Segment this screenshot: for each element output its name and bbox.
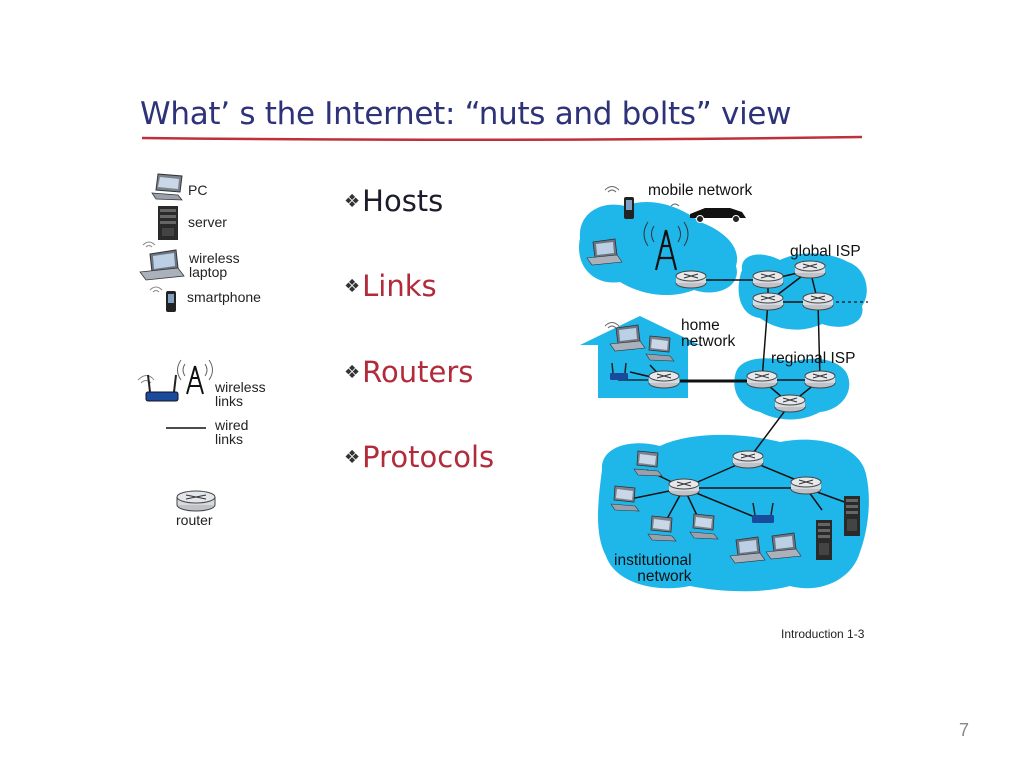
slide-title: What’ s the Internet: “nuts and bolts” v… — [140, 96, 792, 132]
smartphone-icon — [149, 286, 176, 312]
legend-wired-links-label: wired links — [215, 417, 249, 447]
legend-server-label: server — [188, 214, 227, 230]
institutional-network-label: institutional network — [614, 552, 692, 585]
legend-pc-label: PC — [188, 182, 208, 198]
regional-isp-label: regional ISP — [771, 350, 856, 367]
legend-wireless-links-label: wireless links — [215, 379, 266, 409]
router-icon — [176, 490, 216, 512]
global-isp-label: global ISP — [790, 243, 861, 260]
mobile-network-label: mobile network — [648, 182, 753, 199]
legend-wireless-laptop-label: wireless laptop — [189, 250, 240, 280]
home-network-label: home network — [681, 317, 736, 350]
legend-smartphone-label: smartphone — [187, 289, 261, 305]
server-icon — [158, 206, 178, 240]
pc-icon — [151, 173, 183, 201]
page-number: 7 — [959, 720, 970, 740]
wireless-links-icon — [137, 359, 213, 402]
title-underline — [141, 135, 863, 142]
legend-router-label: router — [176, 512, 213, 528]
bullet-hosts: ❖Hosts — [344, 184, 444, 218]
institutional-network-cloud — [598, 434, 869, 592]
bullet-links: ❖Links — [344, 269, 437, 303]
bullet-routers: ❖Routers — [344, 355, 474, 389]
slide-caption: Introduction 1-3 — [781, 627, 865, 641]
wireless-laptop-icon — [139, 241, 185, 281]
bullet-protocols: ❖Protocols — [344, 440, 495, 474]
